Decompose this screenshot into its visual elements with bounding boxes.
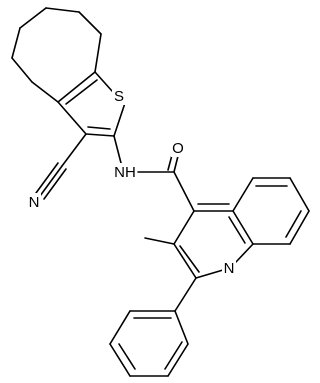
bond-2 bbox=[11, 27, 21, 59]
bond-1 bbox=[11, 57, 33, 83]
bond-c-c4 bbox=[173, 171, 195, 212]
bond-c8a-c4a-inner bbox=[228, 216, 246, 244]
atom-label-layer: S N NH O N bbox=[27, 87, 236, 277]
atom-n-nitrile: N bbox=[27, 193, 41, 211]
bond-methyl bbox=[144, 237, 175, 245]
bond-c-o-2 bbox=[167, 154, 173, 171]
bond-c7a-s bbox=[94, 71, 113, 92]
bond-c3a-c7a bbox=[57, 71, 96, 103]
bond-4 bbox=[45, 7, 80, 13]
bond-c2-nh bbox=[113, 135, 122, 164]
atom-label-s: S bbox=[114, 88, 124, 105]
bond-layer bbox=[11, 7, 310, 377]
bond-cn-n-3 bbox=[43, 168, 67, 200]
bond-c4a-c5 bbox=[232, 177, 254, 212]
atom-label-n-nitrile: N bbox=[29, 194, 40, 211]
bond-c-o-1 bbox=[173, 155, 179, 173]
bond-ph-4-inner bbox=[118, 343, 136, 370]
bond-c2-ph bbox=[174, 277, 197, 312]
bond-ph-2 bbox=[167, 343, 189, 377]
atom-label-nh: NH bbox=[114, 164, 136, 181]
bond-c6-c7 bbox=[289, 177, 310, 212]
bond-ph-4 bbox=[109, 343, 131, 377]
bond-cn-n-1 bbox=[39, 165, 63, 197]
bond-c8a-c4a bbox=[232, 210, 254, 245]
bond-c2-c3 bbox=[85, 133, 115, 137]
molecule-drawing: S N NH O N bbox=[11, 7, 310, 377]
bond-c4-c3 bbox=[173, 210, 195, 245]
bond-c7-c8-inner bbox=[285, 210, 302, 238]
structure-diagram: S N NH O N bbox=[11, 7, 310, 377]
bond-ph-1 bbox=[174, 310, 189, 345]
bond-3 bbox=[19, 7, 47, 29]
atom-label-n-quinoline: N bbox=[224, 260, 235, 277]
bond-c3-c2-inner bbox=[179, 245, 200, 273]
bond-c3-cn bbox=[61, 133, 87, 167]
bond-c3a-c7a-inner bbox=[65, 79, 98, 105]
bond-cn-n-2 bbox=[35, 162, 59, 194]
atom-s: S bbox=[112, 87, 126, 105]
atom-nh: NH bbox=[113, 163, 137, 181]
atom-o: O bbox=[171, 139, 185, 157]
bond-c3-c3a bbox=[57, 101, 87, 135]
bond-6 bbox=[94, 33, 102, 73]
bond-c2-c3-inner bbox=[87, 126, 111, 130]
atom-n-quinoline: N bbox=[222, 259, 236, 277]
bond-ph-2-inner bbox=[164, 341, 183, 370]
bond-s-c2 bbox=[113, 102, 126, 137]
bond-ph-5 bbox=[109, 310, 131, 345]
bond-c2-n bbox=[195, 269, 224, 279]
bond-c7-c8 bbox=[289, 210, 310, 245]
bond-c3-c2 bbox=[173, 243, 197, 279]
bond-n-c8a bbox=[235, 243, 254, 263]
bond-5 bbox=[78, 11, 102, 35]
bond-0 bbox=[31, 81, 59, 103]
atom-label-o: O bbox=[172, 140, 184, 157]
